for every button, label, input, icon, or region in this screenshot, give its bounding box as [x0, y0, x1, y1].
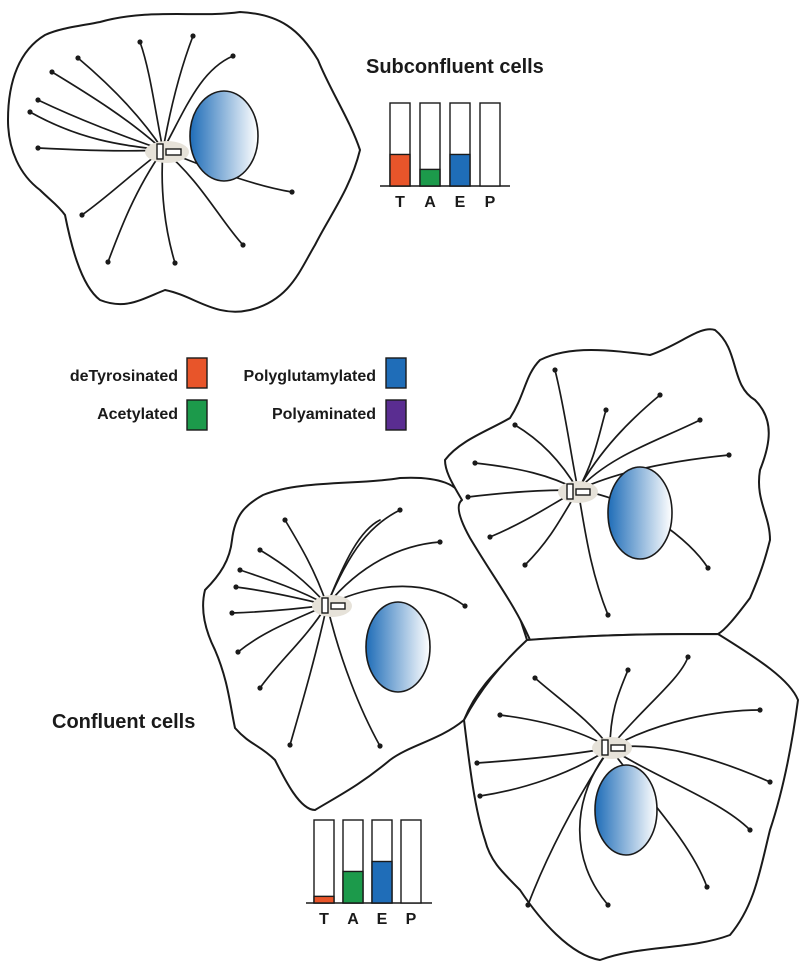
bar-label-A: A — [424, 194, 436, 211]
bar-frame-P — [479, 102, 501, 187]
nucleus — [607, 466, 673, 560]
swatch-detyrosinated-icon — [186, 357, 208, 389]
confluent-title: Confluent cells — [52, 711, 195, 733]
swatch-polyglutamylated-icon — [385, 357, 407, 389]
bar-label-T: T — [395, 194, 405, 211]
confluent-cell-left — [202, 476, 528, 811]
microtubule-network — [465, 367, 732, 618]
bar-fill-E — [449, 153, 471, 187]
bar-label-A: A — [347, 911, 359, 928]
bar-fill-A — [419, 168, 441, 187]
legend-label-acetylated: Acetylated — [97, 406, 178, 423]
legend-label-polyaminated: Polyaminated — [272, 406, 376, 423]
subconfluent-cell — [7, 11, 361, 313]
bar-fill-T — [389, 153, 411, 187]
legend-label-detyrosinated: deTyrosinated — [70, 368, 178, 385]
bar-fill-E — [371, 860, 393, 904]
centrosome — [558, 481, 598, 503]
nucleus — [594, 764, 658, 856]
legend-label-polyglutamylated: Polyglutamylated — [244, 368, 376, 385]
centrosome — [312, 595, 352, 617]
nucleus — [189, 90, 259, 182]
bar-label-P: P — [406, 911, 417, 928]
bar-frame-P — [400, 819, 422, 904]
confluent-cell-bottom-right — [463, 633, 799, 961]
bar-label-P: P — [485, 194, 496, 211]
centrosome — [592, 737, 632, 759]
subconfluent-title: Subconfluent cells — [366, 56, 544, 78]
confluent-cell-top-right — [444, 328, 771, 641]
swatch-polyaminated-icon — [385, 399, 407, 431]
bar-label-T: T — [319, 911, 329, 928]
microtubule-network — [474, 654, 773, 908]
legend: deTyrosinated Acetylated Polyglutamylate… — [70, 357, 407, 431]
bar-fill-A — [342, 870, 364, 904]
bar-label-E: E — [377, 911, 388, 928]
bar-frame-T — [313, 819, 335, 904]
bar-label-E: E — [455, 194, 466, 211]
cell-membrane — [7, 11, 361, 313]
centrosome — [145, 141, 189, 163]
bar-fill-T — [313, 895, 335, 904]
cell-membrane — [444, 328, 771, 641]
swatch-acetylated-icon — [186, 399, 208, 431]
nucleus — [365, 601, 431, 693]
